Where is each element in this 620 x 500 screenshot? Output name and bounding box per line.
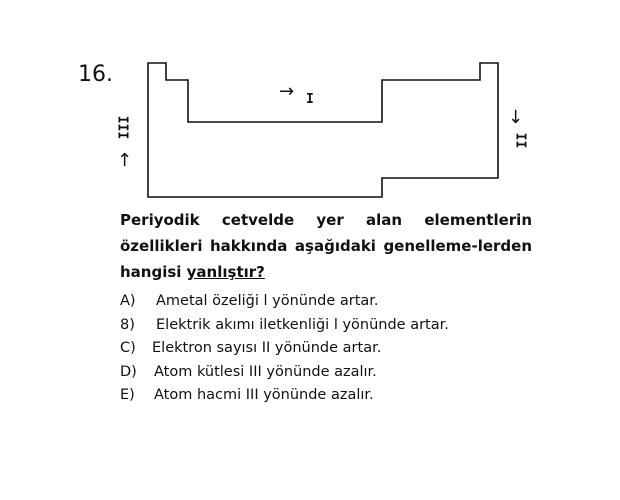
- arrow-down-icon: ↓: [508, 107, 524, 128]
- arrow-right-icon: →: [279, 81, 295, 102]
- option-b[interactable]: 8) Elektrik akımı iletkenliği l yönünde a…: [120, 314, 449, 338]
- question-number: 16.: [78, 62, 113, 87]
- option-a[interactable]: A) Ametal özeliği l yönünde artar.: [120, 290, 449, 314]
- option-key: A): [120, 293, 136, 309]
- option-e[interactable]: E) Atom hacmi III yönünde azalır.: [120, 384, 449, 408]
- label-III: III: [117, 115, 133, 140]
- option-key: D): [120, 363, 137, 380]
- option-key: 8): [120, 316, 135, 333]
- question-text: Periyodik cetvelde yer alan elementlerin…: [120, 207, 532, 285]
- label-I: I: [306, 92, 314, 107]
- label-II: II: [512, 132, 528, 149]
- option-text: Ametal özeliği l yönünde artar.: [156, 293, 379, 309]
- option-key: C): [120, 340, 136, 356]
- option-text: Atom hacmi III yönünde azalır.: [154, 387, 374, 403]
- option-c[interactable]: C) Elektron sayısı II yönünde artar.: [120, 337, 449, 361]
- question-stem: Periyodik cetvelde yer alan elementlerin…: [120, 211, 532, 281]
- answer-options: A) Ametal özeliği l yönünde artar. 8) Elek…: [120, 290, 449, 408]
- option-text: Elektrik akımı iletkenliği l yönünde art…: [156, 316, 449, 333]
- arrow-up-icon: ↑: [117, 150, 133, 171]
- option-key: E): [120, 387, 135, 403]
- option-text: Atom kütlesi III yönünde azalır.: [154, 363, 377, 380]
- option-text: Elektron sayısı II yönünde artar.: [152, 340, 382, 356]
- option-d[interactable]: D) Atom kütlesi III yönünde azalır.: [120, 361, 449, 385]
- question-underlined: yanlıştır?: [186, 263, 265, 281]
